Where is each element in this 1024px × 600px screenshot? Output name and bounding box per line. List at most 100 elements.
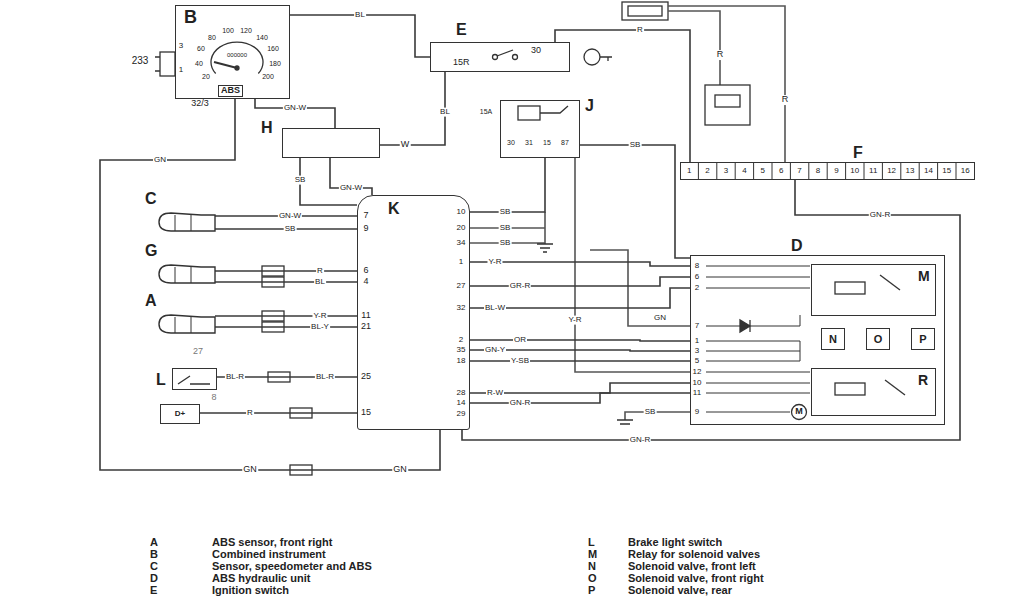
text-holder: L	[156, 371, 166, 389]
text-holder: 27	[192, 347, 204, 357]
text-holder: 10	[849, 167, 860, 176]
part-letter: H	[261, 119, 273, 137]
text-holder: M	[795, 407, 803, 417]
text-holder: G	[145, 242, 157, 260]
generator-box: D+	[160, 404, 200, 424]
wire	[215, 315, 357, 317]
wire	[200, 412, 357, 414]
fuse-number: 4	[741, 167, 747, 176]
pin-number: 6	[694, 273, 700, 282]
text-holder: 16	[960, 167, 971, 176]
wire	[380, 72, 445, 145]
motor-symbol: M	[791, 404, 807, 420]
text-holder: W	[400, 140, 411, 150]
text-holder: OR	[513, 336, 527, 345]
text-holder: Y-SB	[510, 357, 530, 366]
relay-coil	[835, 383, 865, 395]
fuse-number: 14	[923, 167, 934, 176]
text-holder: Solenoid valve, rear	[628, 584, 732, 596]
text-holder: 11	[868, 167, 878, 176]
dial-number: 100	[221, 27, 235, 35]
text-holder: 3	[723, 167, 729, 176]
wire-code: GN	[392, 465, 408, 475]
text-holder: P	[588, 584, 595, 596]
wire-code: OR	[513, 336, 527, 345]
text-holder: 200	[261, 73, 275, 81]
wire-code: GN-R	[869, 211, 891, 220]
text-holder: 40	[194, 60, 204, 68]
relay-coil	[715, 95, 740, 107]
pin-number: 1	[694, 337, 700, 346]
text-holder: 11	[360, 311, 371, 321]
pin-number: 5	[694, 357, 700, 366]
internal-wire	[706, 315, 800, 326]
pin-number: 25	[360, 372, 372, 382]
text-holder: GN-R	[509, 399, 531, 408]
text-holder: B	[184, 8, 197, 28]
pin-number: 21	[360, 322, 372, 332]
fuse-number: 6	[778, 167, 784, 176]
pin-number: 10	[692, 379, 703, 388]
text-holder: 000000	[226, 52, 248, 59]
pin-number: 2	[458, 336, 464, 345]
diode-symbol	[740, 320, 750, 332]
multi-connector	[622, 2, 668, 20]
wire	[462, 180, 960, 440]
text-holder: 18	[456, 357, 467, 366]
text-holder: Y-R	[567, 316, 582, 325]
text-holder: BL	[439, 108, 451, 117]
relay-contact	[885, 380, 905, 395]
text-holder: P	[919, 333, 926, 345]
wire	[470, 277, 690, 286]
key-text: Relay for solenoid valves	[628, 548, 760, 560]
sensor-detail	[175, 215, 191, 231]
sensor-probe: G	[145, 250, 215, 286]
wire-code: R	[246, 409, 254, 418]
part-text: 30	[531, 46, 541, 56]
text-holder: 8	[210, 393, 217, 403]
text-holder: C	[150, 560, 158, 572]
text-holder: Sensor, speedometer and ABS	[212, 560, 372, 572]
switch-contact	[513, 55, 518, 60]
switch-lever	[497, 50, 513, 56]
key-letter: A	[150, 536, 158, 548]
text-holder: N	[588, 560, 596, 572]
wire	[470, 158, 545, 212]
text-holder: 1	[686, 167, 692, 176]
text-holder: 30	[507, 139, 515, 147]
text-holder: D+	[175, 410, 185, 419]
text-holder: 27	[456, 282, 467, 291]
pin-number: 9	[362, 224, 369, 234]
text-holder: 7	[694, 322, 700, 331]
fuse-number: 10	[849, 167, 860, 176]
sensor-outline	[159, 265, 215, 283]
part-letter: P	[919, 333, 926, 345]
text-holder: GN-R	[629, 436, 651, 445]
ignition-switch: E3015R	[430, 42, 570, 72]
part-letter: M	[918, 269, 930, 284]
text-holder: Solenoid valve, front right	[628, 572, 764, 584]
text-holder: R	[316, 267, 324, 276]
text-holder: 120	[239, 27, 253, 35]
text-holder: BL-W	[484, 304, 506, 313]
key-text: ABS hydraulic unit	[212, 572, 310, 584]
text-holder: R	[918, 373, 928, 388]
wire-code: GR-R	[509, 282, 531, 291]
key-letter: M	[588, 548, 597, 560]
text-holder: 8	[694, 262, 700, 271]
wire-code: R	[316, 267, 324, 276]
sensor-probe: A	[145, 300, 215, 336]
part-letter: K	[388, 200, 400, 218]
speedometer-needle	[214, 62, 237, 68]
dial-number: 160	[266, 45, 280, 53]
text-holder: B	[150, 548, 158, 560]
text-holder: 87	[561, 139, 569, 147]
part-text: 31	[525, 139, 533, 147]
text-holder: 32/3	[190, 99, 210, 109]
wire-code: GN-Y	[484, 346, 506, 355]
pin-number: 35	[456, 346, 467, 355]
text-holder: 25	[360, 372, 372, 382]
sensor-outline	[159, 213, 215, 231]
